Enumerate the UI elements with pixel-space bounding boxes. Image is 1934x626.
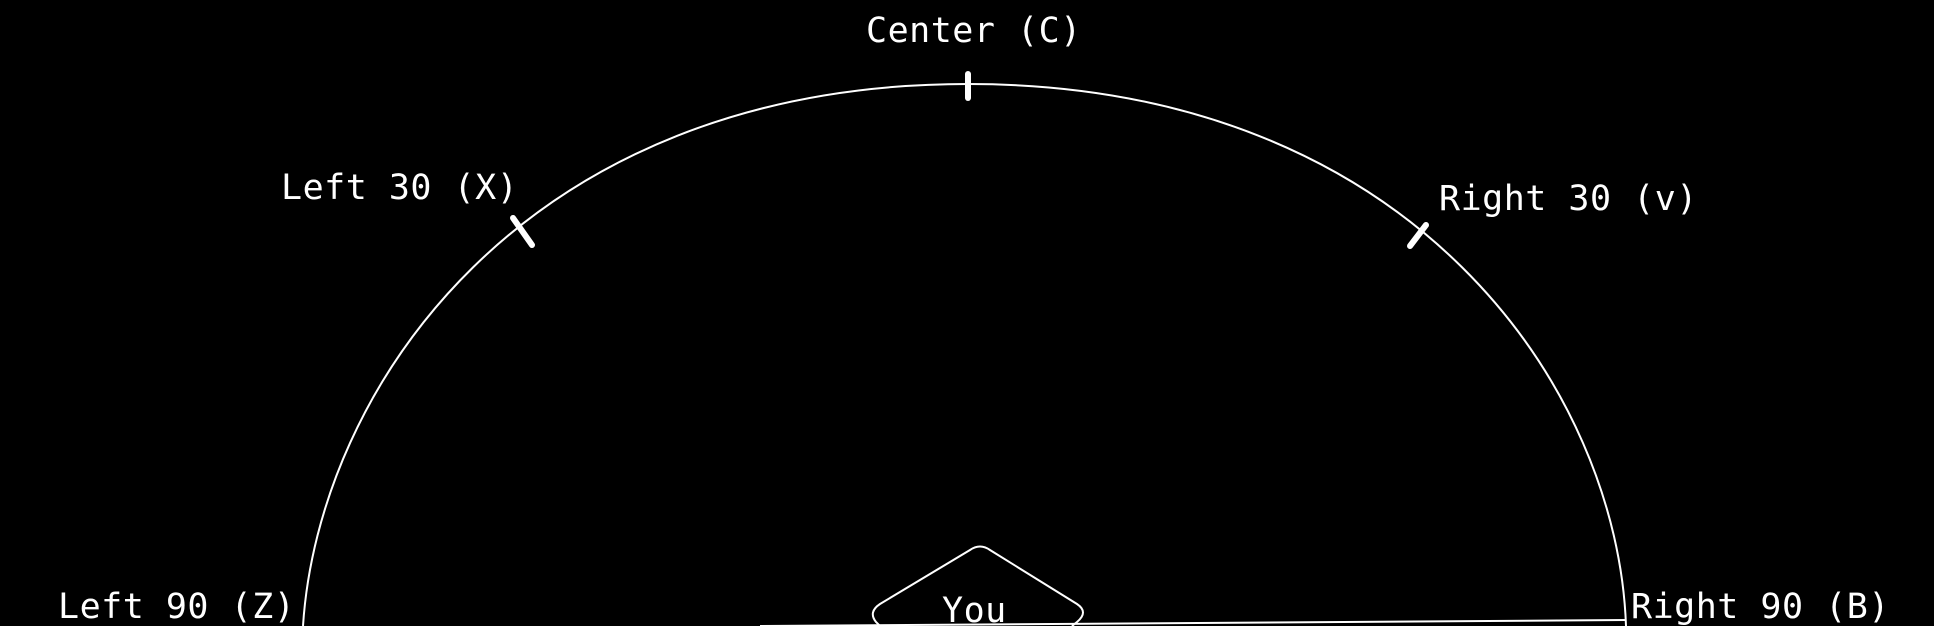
baseline [759, 619, 1627, 626]
label-center: Center (C) [866, 11, 1082, 51]
label-right-90: Right 90 (B) [1631, 587, 1890, 626]
direction-arc [302, 82, 1627, 626]
listener-marker [871, 545, 1084, 626]
label-you: You [942, 591, 1007, 626]
label-left-30: Left 30 (X) [281, 168, 519, 208]
label-right-30: Right 30 (v) [1439, 179, 1698, 219]
tick-left-30 [510, 215, 535, 248]
label-left-90: Left 90 (Z) [58, 587, 296, 626]
tick-right-30 [1407, 222, 1429, 249]
